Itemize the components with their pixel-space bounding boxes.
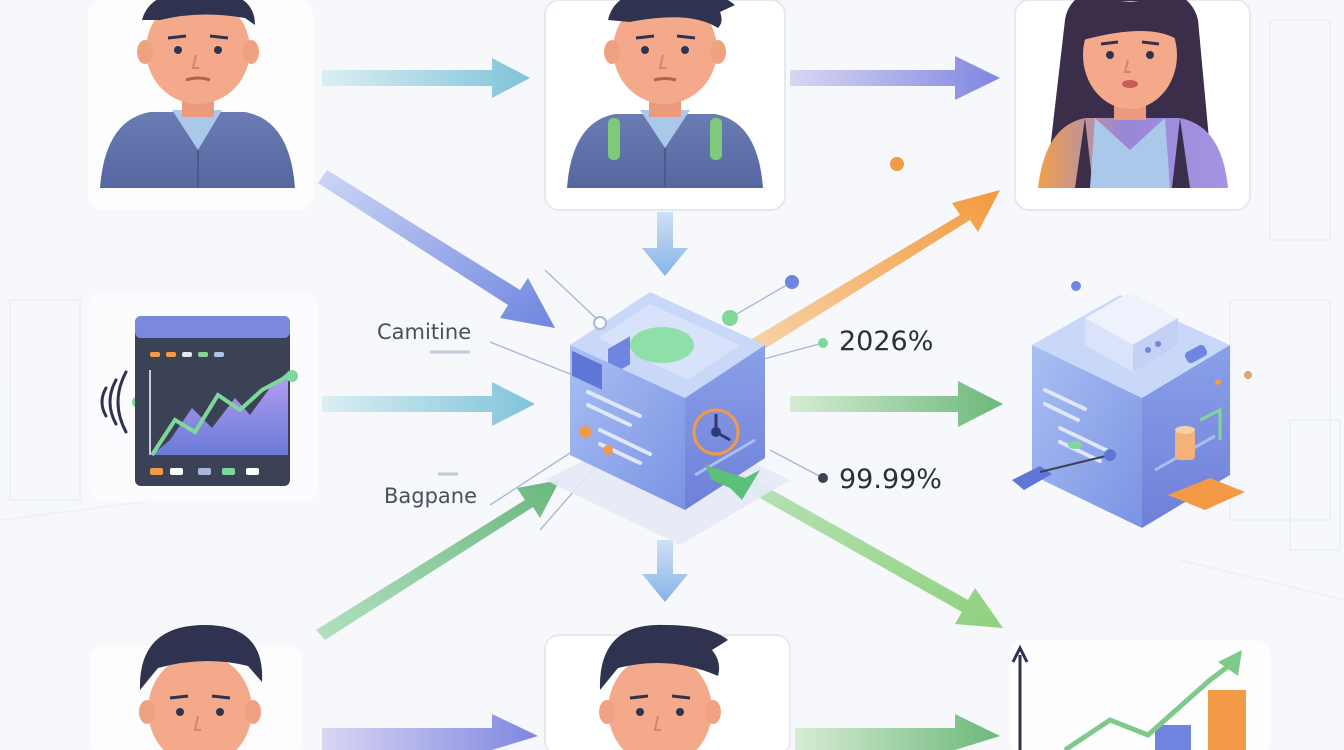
person-avatar-icon [100,0,295,188]
background-city [0,19,1344,601]
label-bagpane: Bagpane [384,484,478,508]
arrow-bottom-left [322,714,538,750]
server-cube-icon [570,292,765,510]
arrow-down-from-hub [642,540,688,602]
label-percentage-2026: 2026% [839,326,934,357]
arrow-top-left [322,58,530,98]
person-card-top-center [544,0,786,211]
arrow-orange-up [750,190,1000,353]
person-avatar-icon [567,0,763,188]
person-card-top-left [88,0,313,210]
signal-waves-icon [100,370,128,434]
flow-arrows [316,56,1003,750]
arrow-bottom-right [795,714,1000,750]
server-cube-icon [1012,281,1252,528]
person-avatar-icon [1038,0,1228,188]
analytics-monitor-icon [135,316,298,486]
label-percentage-99-99: 99.99% [839,464,942,495]
person-avatar-icon [139,625,263,750]
arrow-down-into-hub [642,212,688,276]
person-avatar-icon [599,624,728,750]
bar-chart-icon [1011,644,1246,750]
arrow-middle-right [790,381,1003,427]
right-server [1012,281,1252,528]
arrow-top-right [790,56,1000,100]
label-camitine: Camitine [377,320,472,344]
bar-chart-card [1010,640,1270,750]
analytics-monitor-card [88,292,318,502]
person-card-bottom-center [544,624,791,750]
person-card-bottom-left [90,625,302,750]
person-card-top-right [1014,0,1251,211]
arrow-middle-left [322,382,535,426]
arrow-green-down [735,472,1003,628]
central-hub-server [430,157,904,545]
arrow-diagonal-to-hub [318,170,555,328]
arrow-up-to-hub [316,480,560,640]
